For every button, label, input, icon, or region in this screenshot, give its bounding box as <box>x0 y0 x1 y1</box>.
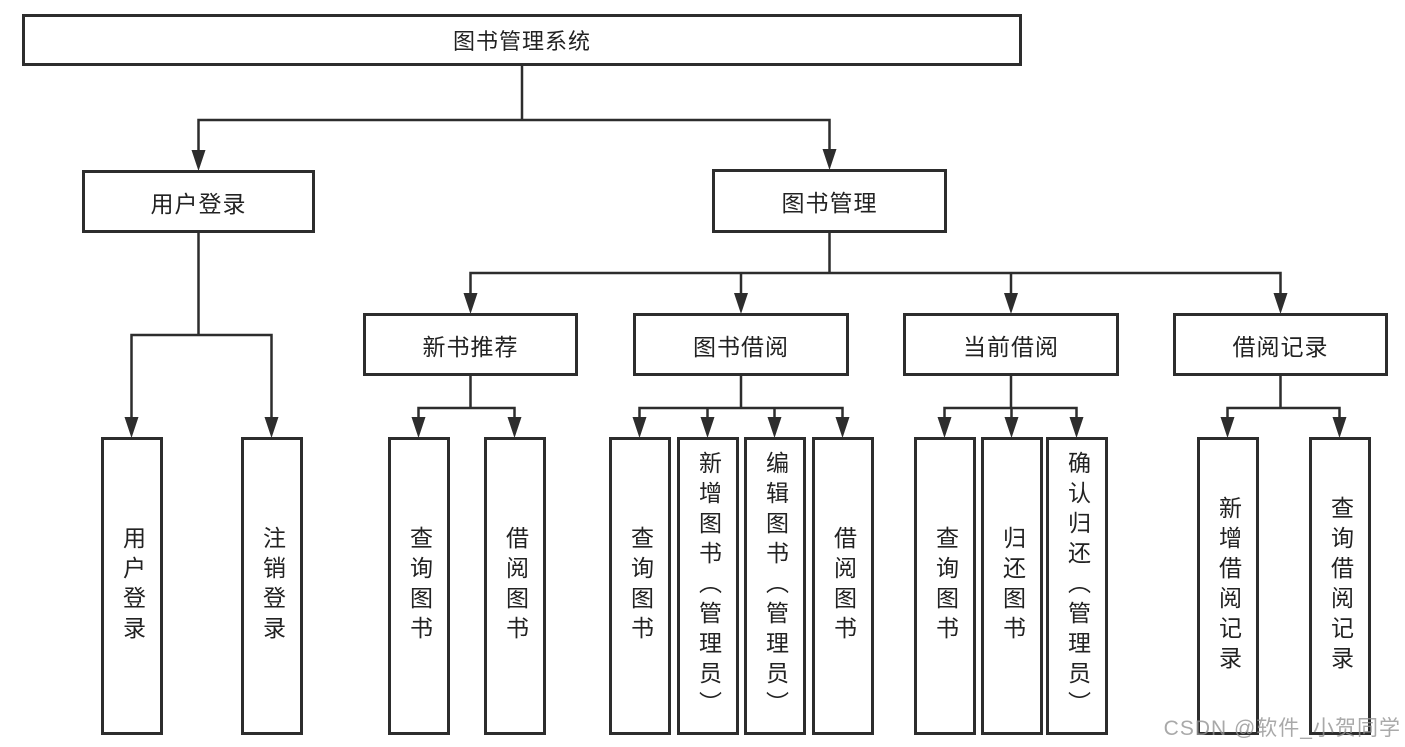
node-root-label: 图书管理系统 <box>452 29 591 54</box>
leaf-add-books-admin: 新增图书（管理员） <box>677 437 739 735</box>
node-book-borrow: 图书借阅 <box>633 313 849 376</box>
node-borrow-records: 借阅记录 <box>1173 313 1388 376</box>
leaf-logout: 注销登录 <box>241 437 303 735</box>
node-book-borrow-label: 图书借阅 <box>693 333 789 360</box>
leaf-borrow-query-books-label: 查询图书 <box>627 526 654 646</box>
node-current-borrow-label: 当前借阅 <box>963 333 1059 360</box>
node-current-borrow: 当前借阅 <box>903 313 1119 376</box>
connector-borrow-records-branch <box>1220 374 1347 438</box>
node-book-mgmt: 图书管理 <box>712 169 947 233</box>
leaf-query-borrow-record-label: 查询借阅记录 <box>1327 496 1354 676</box>
node-user-login-label: 用户登录 <box>150 190 247 217</box>
connector-user-login-branch <box>124 230 279 438</box>
leaf-add-books-admin-label: 新增图书（管理员） <box>695 451 722 721</box>
node-book-mgmt-label: 图书管理 <box>781 190 878 216</box>
node-new-book-rec-label: 新书推荐 <box>422 333 519 360</box>
node-user-login: 用户登录 <box>82 170 315 233</box>
leaf-rec-query-books-label: 查询图书 <box>406 526 433 646</box>
leaf-rec-borrow-books: 借阅图书 <box>484 437 546 735</box>
leaf-query-borrow-record: 查询借阅记录 <box>1309 437 1371 735</box>
leaf-return-books: 归还图书 <box>981 437 1043 735</box>
node-root-system: 图书管理系统 <box>22 14 1022 66</box>
leaf-logout-label: 注销登录 <box>259 526 286 646</box>
connector-book-borrow-branch <box>632 374 850 438</box>
leaf-borrow-books: 借阅图书 <box>812 437 874 735</box>
leaf-rec-query-books: 查询图书 <box>388 437 450 735</box>
leaf-confirm-return-admin: 确认归还（管理员） <box>1046 437 1108 735</box>
connector-new-book-rec-branch <box>411 374 522 438</box>
leaf-edit-books-admin-label: 编辑图书（管理员） <box>762 451 789 721</box>
leaf-confirm-return-admin-label: 确认归还（管理员） <box>1064 451 1091 721</box>
leaf-borrow-books-label: 借阅图书 <box>830 526 857 646</box>
connector-book-mgmt-branch <box>463 231 1288 314</box>
leaf-return-books-label: 归还图书 <box>999 526 1026 646</box>
leaf-add-borrow-record: 新增借阅记录 <box>1197 437 1259 735</box>
connector-current-borrow-branch <box>937 374 1084 438</box>
leaf-user-login: 用户登录 <box>101 437 163 735</box>
csdn-watermark: CSDN @软件_小贺同学 <box>1163 717 1401 740</box>
leaf-edit-books-admin: 编辑图书（管理员） <box>744 437 806 735</box>
connector-root-to-level2 <box>191 64 837 171</box>
node-borrow-records-label: 借阅记录 <box>1232 333 1329 360</box>
leaf-rec-borrow-books-label: 借阅图书 <box>502 526 529 646</box>
leaf-user-login-label: 用户登录 <box>119 526 146 646</box>
leaf-borrow-query-books: 查询图书 <box>609 437 671 735</box>
node-new-book-rec: 新书推荐 <box>363 313 578 376</box>
leaf-add-borrow-record-label: 新增借阅记录 <box>1215 496 1242 676</box>
leaf-current-query-books: 查询图书 <box>914 437 976 735</box>
leaf-current-query-books-label: 查询图书 <box>932 526 959 646</box>
